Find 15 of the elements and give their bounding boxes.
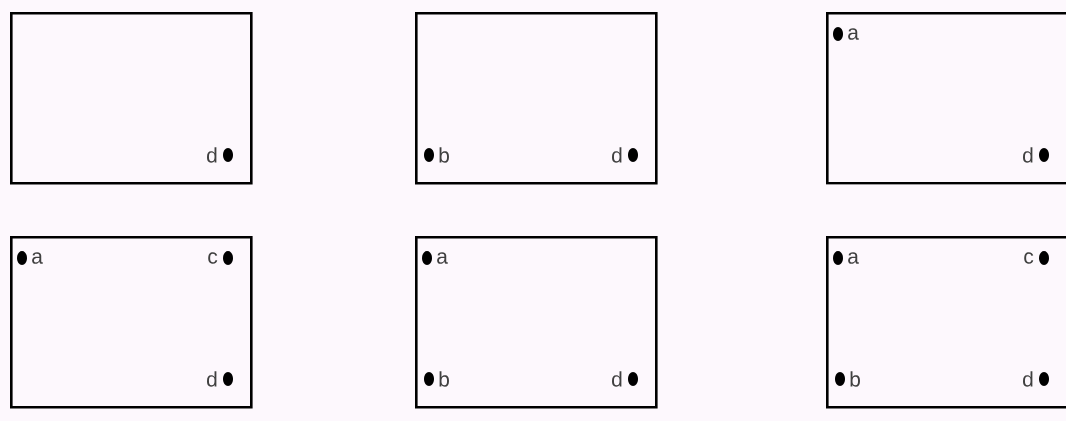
corner-label: b bbox=[439, 147, 449, 163]
corner-label: c bbox=[1024, 252, 1034, 264]
corner-label: a bbox=[437, 252, 448, 264]
corner-label: d bbox=[207, 147, 217, 163]
corner-label: d bbox=[1023, 147, 1033, 163]
corner-label: c bbox=[208, 252, 218, 264]
corner-label: d bbox=[1023, 371, 1033, 387]
corner-label: a bbox=[848, 28, 859, 40]
corner-label: d bbox=[207, 371, 217, 387]
corner-label: a bbox=[32, 252, 43, 264]
corner-label: d bbox=[612, 147, 622, 163]
corner-label: d bbox=[612, 371, 622, 387]
corner-label: b bbox=[439, 371, 449, 387]
corner-label: b bbox=[850, 371, 860, 387]
corner-label: a bbox=[848, 252, 859, 264]
